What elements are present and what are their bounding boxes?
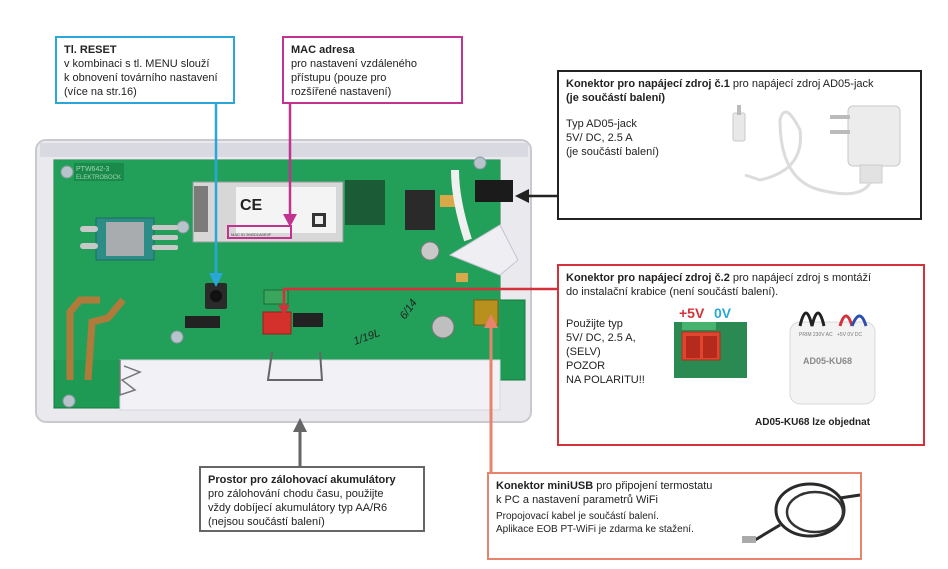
usb-callout: Konektor miniUSB pro připojení termostat… [487,472,862,560]
battery-title: Prostor pro zálohovací akumulátory [208,474,396,486]
psu2-arrowhead [278,305,290,315]
ad05-ku68-module-image [789,311,876,405]
battery-desc-line: vždy dobíjecí akumulátory typ AA/R6 [208,502,388,514]
module-dc-label: +5V 0V DC [837,332,863,338]
module-model-label: AD05-KU68 [803,356,853,366]
mac-desc-line: přístupu (pouze pro [291,72,387,84]
module-ce-mark: CE [240,197,263,214]
psu2-title-rest: pro napájecí zdroj s montáží [729,272,872,284]
usb-title: Konektor miniUSB [496,480,594,492]
screw [473,156,487,170]
battery-desc-line: pro zálohování chodu času, použijte [208,488,384,500]
psu2-spec-line: Použijte typ [566,318,623,330]
reset-callout: Tl. RESET v kombinaci s tl. MENU slouží … [55,36,235,104]
psu2-spec-line: POZOR [566,360,606,372]
psu1-subtitle: (je součástí balení) [566,92,666,104]
psu1-spec-line: 5V/ DC, 2.5 A [566,132,633,144]
module-prim-label: PRIM 230V AC [799,332,833,338]
psu2-callout: Konektor pro napájecí zdroj č.2 pro napá… [557,264,925,446]
usb-note-line: Propojovací kabel je součástí balení. [496,511,659,522]
screw [62,394,76,408]
mac-label-text: MAC ID 2M0D1A0E0F [231,232,272,237]
usb-arrowhead [484,314,498,328]
cable-guide [448,224,519,276]
mac-callout: MAC adresa pro nastavení vzdáleného přís… [282,36,463,104]
psu1-title: Konektor pro napájecí zdroj č.1 [566,78,730,90]
mac-desc-line: pro nastavení vzdáleného [291,58,417,70]
screw [60,165,74,179]
zero-v-label: 0V [714,305,732,321]
screw [170,330,184,344]
battery-arrowhead [293,418,307,432]
usb-cable-image [742,482,861,543]
mac-arrowhead [283,214,297,227]
psu2-title-line2: do instalační krabice (není součástí bal… [566,286,779,298]
reset-desc-line: v kombinaci s tl. MENU slouží [64,58,210,70]
mac-desc-line: rozšířené nastavení) [291,86,392,98]
battery-desc-line: (nejsou součástí balení) [208,516,325,528]
psu2-spec-line: (SELV) [566,346,601,358]
psu2-leader-line [282,287,557,308]
battery-clip [266,351,324,381]
psu2-title: Konektor pro napájecí zdroj č.2 [566,272,730,284]
capacitor [420,241,440,261]
battery-compartment [119,359,501,411]
battery-spring [119,360,142,397]
usb-note-line: Aplikace EOB PT-WiFi je zdarma ke stažen… [496,524,694,535]
psu2-spec-line: NA POLARITU!! [566,374,645,386]
mac-title: MAC adresa [291,44,355,56]
screw [176,220,190,234]
usb-title-rest: pro připojení termostatu [593,480,713,492]
reset-title: Tl. RESET [64,44,117,56]
power-connector-2 [262,311,292,335]
reset-desc-line: (více na str.16) [64,86,137,98]
psu1-arrowhead [515,189,529,203]
silkscreen-brand: ELEKTROBOCK [76,175,121,181]
psu2-spec-line: 5V/ DC, 2.5 A, [566,332,636,344]
plus-5v-label: +5V [679,305,705,321]
connector-closeup-image [674,322,747,378]
usb-title-line2: k PC a nastavení parametrů WiFi [496,494,659,506]
reset-arrowhead [209,273,223,287]
psu1-spec-line: Typ AD05-jack [566,118,637,130]
pin-header [185,316,220,328]
psu1-spec-line: (je součástí balení) [566,146,659,158]
psu1-title-rest: pro napájecí zdroj AD05-jack [729,78,874,90]
dc-jack-connector [475,180,513,202]
capacitor [431,315,455,339]
ad05-jack-adapter-image [732,105,901,196]
psu1-callout: Konektor pro napájecí zdroj č.1 pro napá… [557,70,922,220]
housing-top-rail [40,143,528,157]
silkscreen-model: PTW642-3 [76,166,110,173]
battery-callout: Prostor pro zálohovací akumulátory pro z… [199,466,425,532]
reset-desc-line: k obnovení továrního nastavení [64,72,218,84]
mac-highlight-box [227,225,292,239]
copper-antenna-trace [66,296,100,380]
order-note: AD05-KU68 lze objednat [755,417,871,428]
ic-chip [345,180,385,225]
